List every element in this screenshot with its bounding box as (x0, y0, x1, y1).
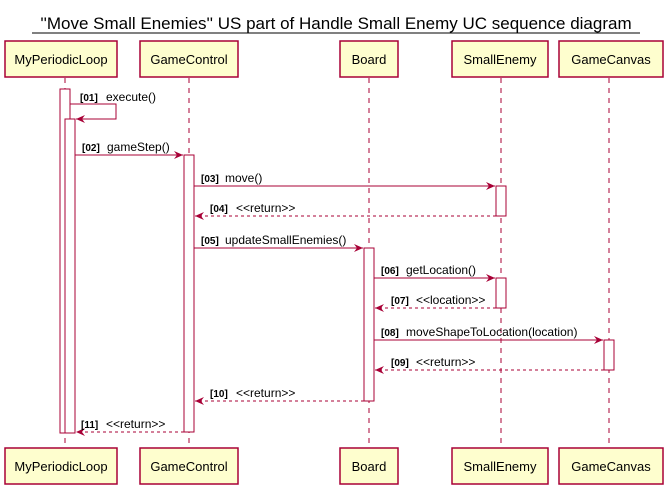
message-03: [03] move() (194, 171, 495, 190)
participants-top: MyPeriodicLoop GameControl Board SmallEn… (4, 40, 664, 78)
participant-gamecontrol-bottom: GameControl (139, 447, 239, 485)
participant-label: GameCanvas (571, 52, 651, 67)
message-01: [01] execute() (70, 90, 156, 123)
message-number: [11] (81, 420, 98, 431)
participant-label: SmallEnemy (464, 52, 537, 67)
participant-board-bottom: Board (339, 447, 399, 485)
message-label: <<return>> (236, 201, 295, 215)
activation-gamecontrol (183, 154, 195, 433)
message-number: [01] (80, 93, 98, 104)
participant-gamecanvas: GameCanvas (558, 40, 664, 78)
participant-label: Board (352, 459, 387, 474)
message-label: updateSmallEnemies() (225, 233, 346, 247)
participant-myperiodicloop: MyPeriodicLoop (4, 40, 118, 78)
participant-label: MyPeriodicLoop (14, 459, 107, 474)
messages: [01] execute() [02] gameStep() [03] move… (70, 90, 604, 436)
participant-gamecontrol: GameControl (139, 40, 239, 78)
message-label: execute() (106, 90, 156, 104)
message-number: [08] (381, 328, 399, 339)
message-label: moveShapeToLocation(location) (406, 325, 577, 339)
participant-myperiodicloop-bottom: MyPeriodicLoop (4, 447, 118, 485)
participant-label: GameControl (150, 52, 227, 67)
message-label: <<return>> (106, 417, 165, 431)
message-number: [05] (201, 236, 219, 247)
participant-label: MyPeriodicLoop (14, 52, 107, 67)
message-label: <<location>> (416, 293, 485, 307)
message-label: move() (225, 171, 262, 185)
activation-smallenemy-getlocation (495, 277, 507, 309)
activation-myperiodicloop-inner (64, 118, 76, 434)
diagram-title: ''Move Small Enemies'' US part of Handle… (40, 14, 631, 33)
message-08: [08] moveShapeToLocation(location) (374, 325, 603, 344)
participant-label: GameControl (150, 459, 227, 474)
activation-board (363, 247, 375, 402)
lifelines (64, 78, 610, 452)
activation-gamecanvas (603, 339, 615, 371)
message-09: [09] <<return>> (375, 355, 604, 374)
participant-label: SmallEnemy (464, 459, 537, 474)
participant-smallenemy: SmallEnemy (451, 40, 549, 78)
message-06: [06] getLocation() (374, 263, 495, 282)
message-number: [10] (210, 389, 228, 400)
activations (59, 88, 615, 434)
message-label: getLocation() (406, 263, 476, 277)
message-10: [10] <<return>> (195, 386, 364, 405)
message-07: [07] <<location>> (375, 293, 496, 312)
message-number: [06] (381, 266, 399, 277)
participant-smallenemy-bottom: SmallEnemy (451, 447, 549, 485)
message-04: [04] <<return>> (195, 201, 496, 220)
message-11: [11] <<return>> (76, 417, 184, 436)
activation-smallenemy-move (495, 185, 507, 217)
message-label: gameStep() (107, 140, 170, 154)
message-02: [02] gameStep() (75, 140, 183, 159)
participant-label: Board (352, 52, 387, 67)
message-label: <<return>> (236, 386, 295, 400)
participant-gamecanvas-bottom: GameCanvas (558, 447, 664, 485)
message-number: [02] (82, 143, 100, 154)
participants-bottom: MyPeriodicLoop GameControl Board SmallEn… (4, 447, 664, 485)
participant-board: Board (339, 40, 399, 78)
participant-label: GameCanvas (571, 459, 651, 474)
message-label: <<return>> (416, 355, 475, 369)
message-number: [09] (391, 358, 409, 369)
message-number: [07] (391, 296, 409, 307)
message-05: [05] updateSmallEnemies() (194, 233, 363, 252)
message-number: [04] (210, 204, 228, 215)
message-number: [03] (201, 174, 219, 185)
